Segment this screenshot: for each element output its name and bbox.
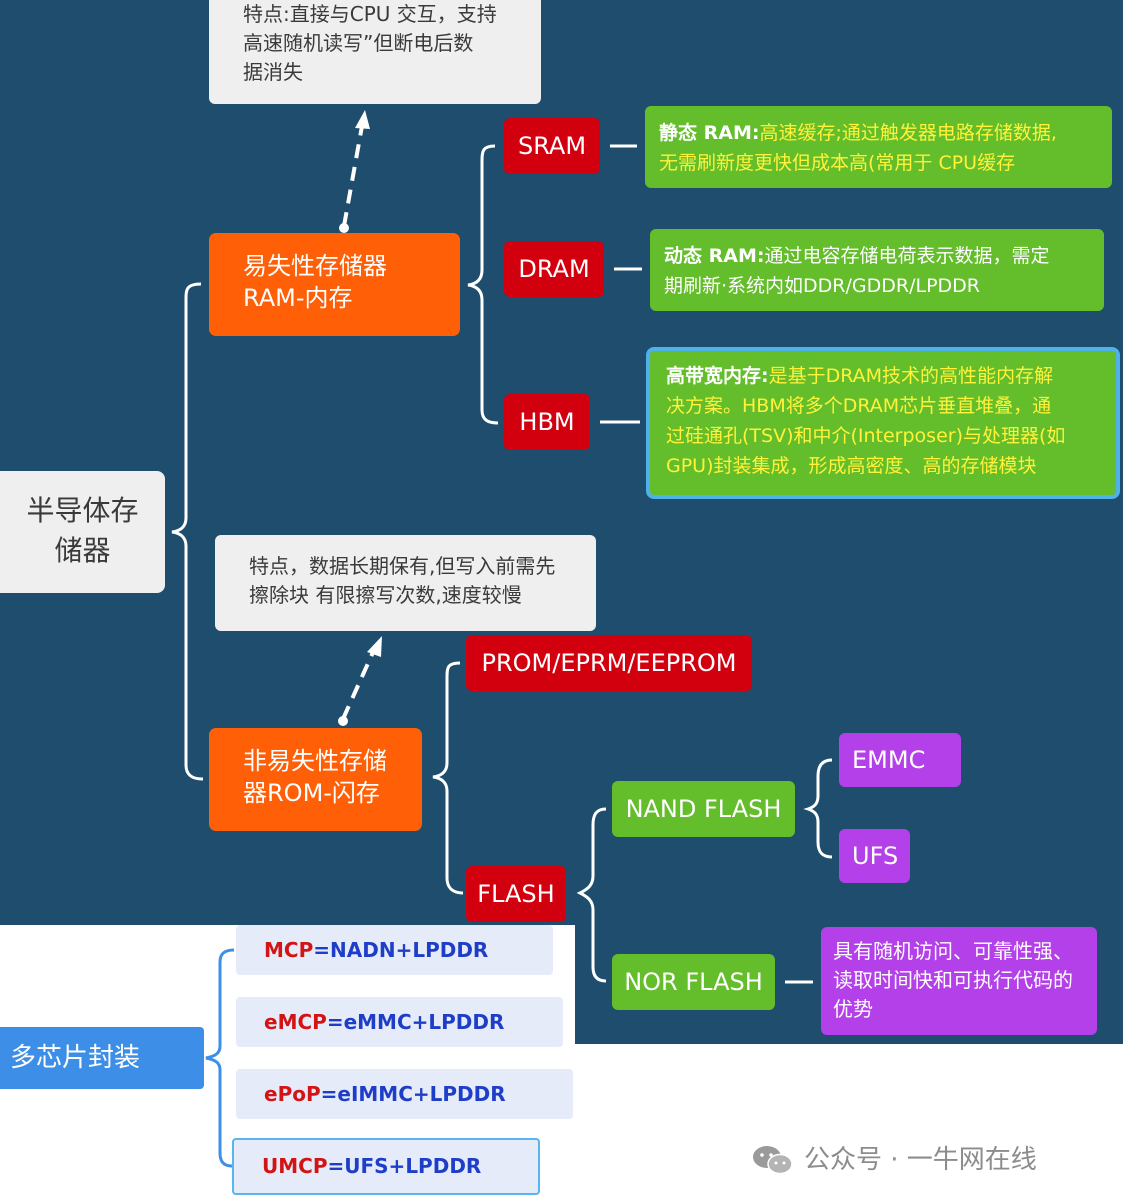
package-item-components: NADN+LPDDR — [330, 938, 489, 962]
brace-package — [205, 948, 235, 1168]
nor-flash-description: 具有随机访问、可靠性强、 读取时间快和可执行代码的 优势 — [821, 927, 1097, 1035]
multi-chip-package-node: 多芯片封装 — [0, 1027, 204, 1089]
nor-flash-node: NOR FLASH — [612, 954, 775, 1010]
arrow-rom-dot — [338, 716, 348, 726]
package-item-mcp: MCP=NADN+LPDDR — [236, 925, 553, 975]
brace-root — [171, 282, 204, 781]
dram-description: 动态 RAM:通过电容存储电荷表示数据，需定 期刷新·系统内如DDR/GDDR/… — [650, 229, 1104, 311]
brace-flash — [576, 807, 607, 983]
sram-description-text: 高速缓存;通过触发器电路存储数据, 无需刷新度更快但成本高(常用于 CPU缓存 — [659, 122, 1057, 174]
sram-description-key: 静态 RAM: — [659, 122, 760, 144]
brace-nand — [803, 758, 833, 859]
emmc-node: EMMC — [839, 733, 961, 787]
dram-node: DRAM — [504, 241, 604, 297]
brace-ram — [467, 144, 499, 425]
nand-flash-node: NAND FLASH — [612, 781, 795, 837]
package-item-umcp: UMCP=UFS+LPDDR — [232, 1138, 540, 1195]
package-item-epop: ePoP=eIMMC+LPDDR — [236, 1069, 573, 1119]
package-item-equals: = — [326, 1010, 344, 1034]
arrow-rom-head — [367, 636, 382, 657]
package-item-name: ePoP — [264, 1082, 321, 1106]
note-ram-characteristics: 特点:直接与CPU 交互，支持 高速随机读写”但断电后数 据消失 — [209, 0, 541, 104]
package-item-name: UMCP — [262, 1154, 328, 1178]
package-item-equals: = — [320, 1082, 338, 1106]
sram-node: SRAM — [504, 118, 600, 174]
hbm-description: 高带宽内存:是基于DRAM技术的高性能内存解 决方案。HBM将多个DRAM芯片垂… — [646, 347, 1120, 499]
package-item-components: eIMMC+LPDDR — [337, 1082, 506, 1106]
arrow-rom-note — [341, 649, 376, 720]
arrow-ram-note — [342, 125, 364, 227]
package-item-equals: = — [313, 938, 331, 962]
nonvolatile-memory-node: 非易失性存储 器ROM-闪存 — [209, 728, 422, 831]
hbm-description-key: 高带宽内存: — [666, 365, 769, 387]
package-item-equals: = — [327, 1154, 345, 1178]
package-item-components: UFS+LPDDR — [344, 1154, 482, 1178]
wechat-icon — [753, 1146, 793, 1175]
package-item-emcp: eMCP=eMMC+LPDDR — [236, 997, 563, 1047]
dram-description-text: 通过电容存储电荷表示数据，需定 期刷新·系统内如DDR/GDDR/LPDDR — [664, 245, 1050, 297]
note-rom-characteristics: 特点，数据长期保有,但写入前需先 擦除块 有限擦写次数,速度较慢 — [215, 535, 596, 631]
watermark-text: 公众号 · 一牛网在线 — [804, 1145, 1037, 1175]
hbm-node: HBM — [504, 394, 590, 450]
ufs-node: UFS — [839, 829, 910, 883]
brace-rom — [432, 661, 464, 895]
root-node: 半导体存 储器 — [0, 471, 165, 593]
hbm-description-text: 是基于DRAM技术的高性能内存解 决方案。HBM将多个DRAM芯片垂直堆叠，通 … — [666, 365, 1066, 477]
arrow-ram-head — [355, 110, 370, 129]
prom-node: PROM/EPRM/EEPROM — [466, 635, 752, 691]
dram-description-key: 动态 RAM: — [664, 245, 765, 267]
sram-description: 静态 RAM:高速缓存;通过触发器电路存储数据, 无需刷新度更快但成本高(常用于… — [645, 106, 1112, 188]
package-item-name: eMCP — [264, 1010, 327, 1034]
package-item-name: MCP — [264, 938, 314, 962]
package-item-components: eMMC+LPDDR — [343, 1010, 505, 1034]
flash-node: FLASH — [466, 866, 566, 922]
volatile-memory-node: 易失性存储器 RAM-内存 — [209, 233, 460, 336]
arrow-ram-dot — [339, 223, 349, 233]
